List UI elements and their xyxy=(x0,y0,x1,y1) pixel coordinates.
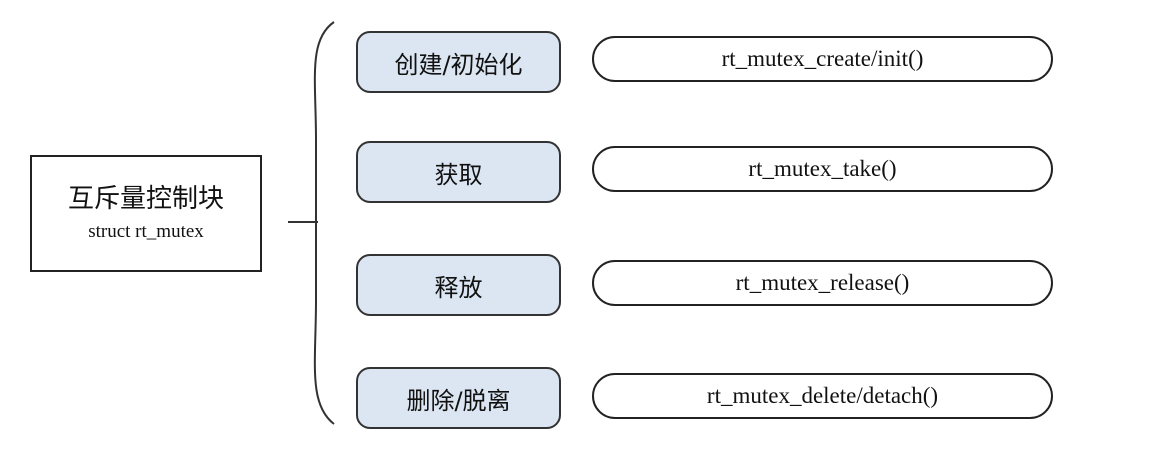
op-release: 释放 xyxy=(356,254,561,316)
fn-create-init: rt_mutex_create/init() xyxy=(592,36,1053,82)
op-delete-detach: 删除/脱离 xyxy=(356,367,561,429)
op-create-init: 创建/初始化 xyxy=(356,31,561,93)
root-title: 互斥量控制块 xyxy=(67,183,224,214)
curly-brace xyxy=(313,21,335,425)
root-subtitle: struct rt_mutex xyxy=(88,221,204,243)
op-take: 获取 xyxy=(356,141,561,203)
fn-release: rt_mutex_release() xyxy=(592,260,1053,306)
fn-take: rt_mutex_take() xyxy=(592,146,1053,192)
mutex-control-block: 互斥量控制块 struct rt_mutex xyxy=(30,155,262,272)
fn-delete-detach: rt_mutex_delete/detach() xyxy=(592,373,1053,419)
